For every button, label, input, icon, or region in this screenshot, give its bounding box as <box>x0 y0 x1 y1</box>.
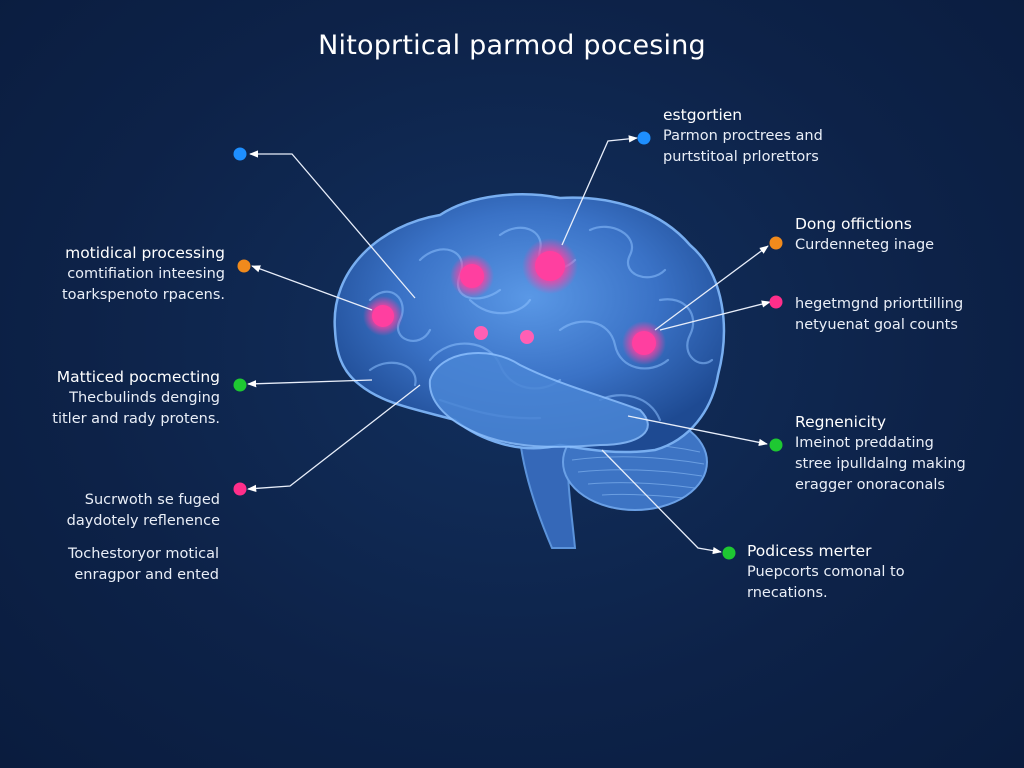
label-line: daydotely reflenence <box>66 513 220 529</box>
label-line: Sucrwoth se fuged <box>84 492 220 508</box>
marker-green-right <box>769 438 783 452</box>
label-line: purtstitoal prlorettors <box>663 149 819 165</box>
marker-green-bottom <box>722 546 736 560</box>
label-title: Matticed pocmecting <box>56 368 220 386</box>
marker-blue-right <box>637 131 651 145</box>
marker-orange-right <box>769 236 783 250</box>
label-line: stree ipulldalng making <box>795 456 966 472</box>
label-line: toarkspenoto rpacens. <box>61 287 225 303</box>
marker-pink-left <box>233 482 247 496</box>
label-l3: Sucrwoth se fuged daydotely reflenence <box>67 490 220 532</box>
label-line: rnecations. <box>747 585 828 601</box>
label-r3: hegetmgnd priorttilling netyuenat goal c… <box>795 294 963 336</box>
label-title: Podicess merter <box>747 542 872 560</box>
leader-lines <box>247 135 771 555</box>
label-l4: Tochestoryor motical enragpor and ented <box>68 544 219 586</box>
label-line: titler and rady protens. <box>52 411 220 427</box>
marker-pink-right <box>769 295 783 309</box>
label-l2: Matticed pocmecting Thecbulinds denging … <box>52 367 220 430</box>
label-title: Dong offictions <box>795 215 912 233</box>
label-title: estgortien <box>663 106 743 124</box>
diagram-title: Nitoprtical parmod pocesing <box>318 30 706 61</box>
label-r1: estgortien Parmon proctrees and purtstit… <box>663 105 823 168</box>
label-line: Parmon proctrees and <box>663 128 823 144</box>
label-line: Curdenneteg inage <box>795 237 935 253</box>
label-r5: Podicess merter Puepcorts comonal to rne… <box>747 541 905 604</box>
label-title: Regnenicity <box>795 413 887 431</box>
marker-orange-left <box>237 259 251 273</box>
label-line: eragger onoraconals <box>795 477 945 493</box>
label-line: hegetmgnd priorttilling <box>795 296 964 312</box>
label-markers <box>233 131 783 560</box>
activation-hotspots <box>363 238 666 365</box>
temporal-lobe <box>428 352 649 448</box>
label-l1: motidical processing comtifiation intees… <box>62 243 225 306</box>
label-line: Tochestoryor motical <box>67 546 219 562</box>
label-title: motidical processing <box>65 244 225 262</box>
marker-blue-left <box>233 147 247 161</box>
label-line: Imeinot preddating <box>795 435 934 451</box>
label-r2: Dong offictions Curdenneteg inage <box>795 214 934 256</box>
label-line: Thecbulinds denging <box>69 390 220 406</box>
label-line: Puepcorts comonal to <box>747 564 905 580</box>
label-line: comtifiation inteesing <box>67 266 225 282</box>
marker-green-left <box>233 378 247 392</box>
label-r4: Regnenicity Imeinot preddating stree ipu… <box>795 412 966 496</box>
label-line: enragpor and ented <box>74 567 219 583</box>
label-line: netyuenat goal counts <box>795 317 958 333</box>
